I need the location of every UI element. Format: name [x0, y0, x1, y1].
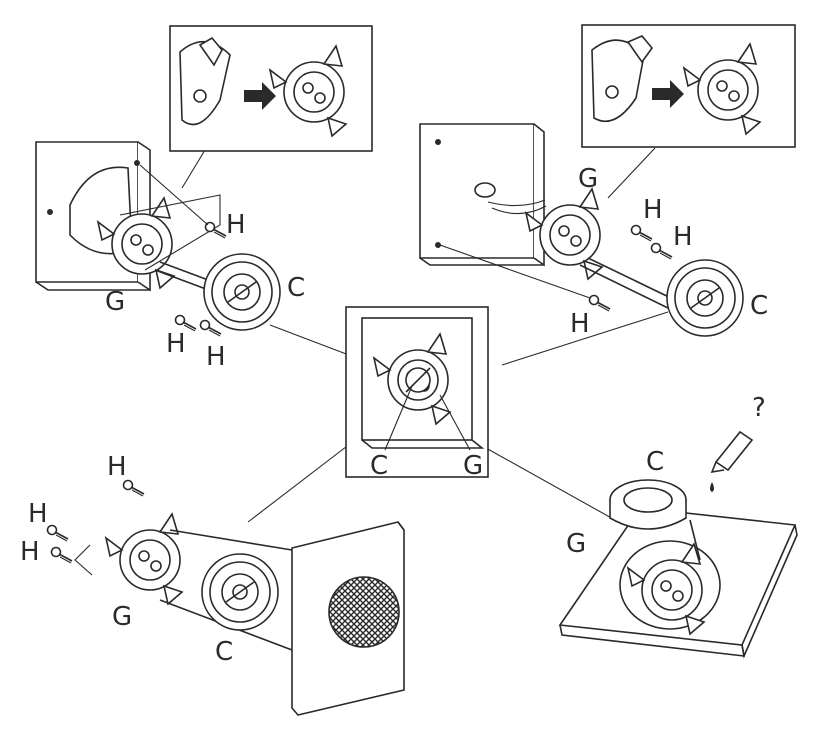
inset-top-right: [581, 24, 796, 148]
label-c: C: [287, 273, 305, 303]
label-c: C: [370, 451, 388, 481]
label-g: G: [566, 529, 586, 559]
label-g: G: [112, 602, 132, 632]
label-g: G: [463, 451, 483, 481]
inset-center: C G: [345, 306, 489, 481]
assembly-top-left: H C G H H: [35, 141, 305, 372]
label-h: H: [643, 195, 663, 225]
label-h: H: [570, 309, 590, 339]
label-g: G: [105, 287, 125, 317]
label-h: H: [107, 452, 127, 482]
label-c: C: [646, 447, 664, 477]
label-c: C: [750, 291, 768, 321]
connector-lines: [181, 147, 669, 523]
label-c: C: [215, 637, 233, 667]
label-g: G: [578, 164, 598, 194]
label-h: H: [673, 222, 693, 252]
label-h: H: [28, 499, 48, 529]
assembly-bottom-left: H H H G C: [20, 452, 405, 716]
label-h: H: [226, 210, 246, 240]
inset-top-left: [169, 25, 373, 152]
question-mark: ?: [752, 393, 766, 423]
assembly-bottom-right: ? C G: [558, 393, 798, 659]
assembly-top-right: G H H C H: [419, 123, 768, 339]
label-h: H: [166, 329, 186, 359]
label-h: H: [206, 342, 226, 372]
label-h: H: [20, 537, 40, 567]
